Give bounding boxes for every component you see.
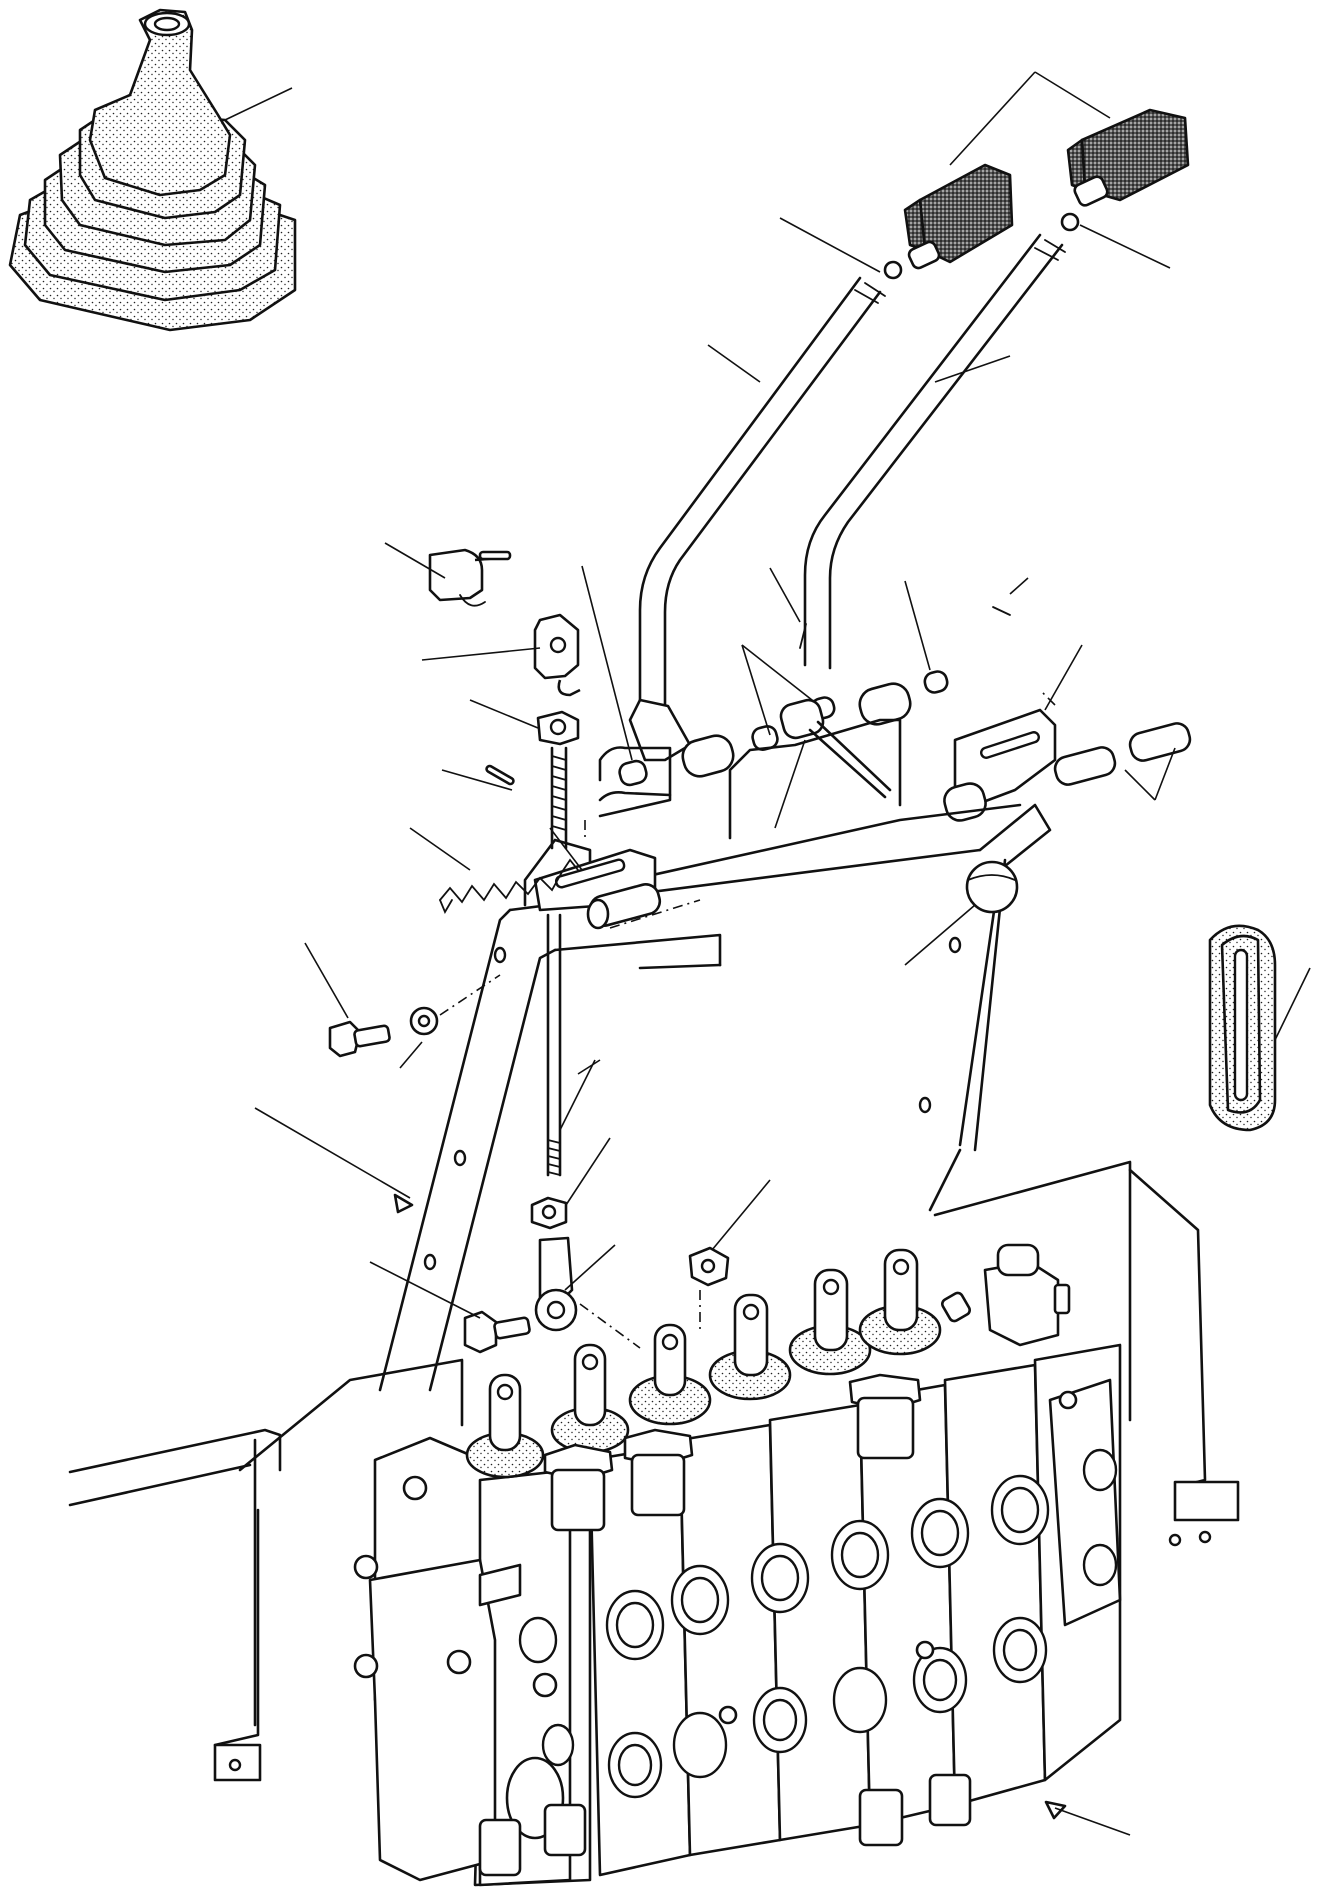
control-lever-right	[803, 233, 1066, 670]
lever-knob-right	[1060, 108, 1190, 232]
valve-nut	[688, 1179, 771, 1330]
bolt-and-nut	[304, 942, 501, 1069]
return-spring	[409, 764, 701, 930]
pivot-pin	[581, 565, 1029, 829]
grommet	[1208, 924, 1311, 1132]
lever-bracket	[943, 644, 1192, 822]
control-valve-block	[68, 1160, 1240, 1887]
lever-knob-left	[883, 163, 1014, 280]
rubber-boot	[8, 8, 297, 332]
control-lever-left	[628, 276, 886, 762]
clevis	[369, 542, 641, 1354]
